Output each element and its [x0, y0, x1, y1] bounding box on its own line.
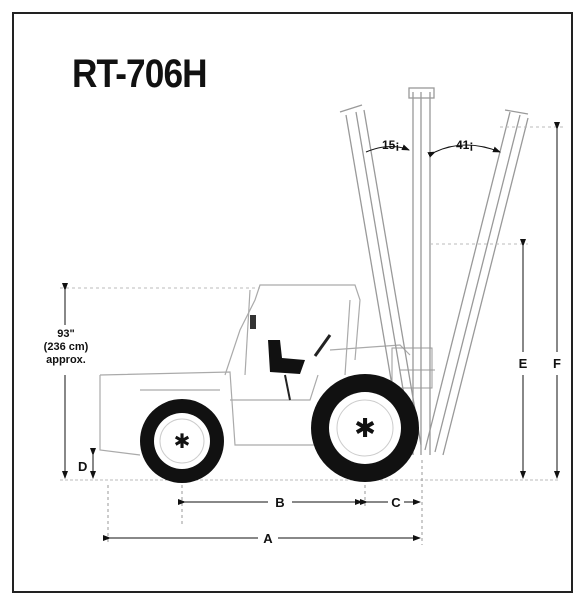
fork-carriage	[391, 347, 435, 389]
dimension-c-label: C	[391, 495, 401, 510]
cab-height-label-bg	[38, 325, 94, 375]
svg-text:✱: ✱	[354, 414, 376, 444]
dimension-e-label: E	[519, 356, 528, 371]
dimension-d-label: D	[78, 459, 87, 474]
rear-wheel: ✱	[140, 399, 224, 483]
svg-text:✱: ✱	[174, 429, 191, 453]
forward-tilt-label: 15¡	[382, 138, 399, 152]
vehicle-body	[99, 284, 411, 456]
cab-height-approx: approx.	[46, 354, 86, 366]
mast-back-tilt	[424, 109, 529, 456]
dimension-b-label: B	[275, 495, 284, 510]
cab-height-inches: 93"	[57, 328, 74, 340]
back-tilt-arc	[427, 144, 501, 158]
cab-height-cm: (236 cm)	[44, 341, 89, 353]
diagram-frame	[12, 12, 573, 593]
dimension-a-label: A	[263, 531, 273, 546]
model-title: RT-706H	[72, 52, 208, 96]
front-wheel: ✱	[311, 374, 419, 482]
dimension-f-label: F	[553, 356, 561, 371]
height-reference-lines	[60, 126, 565, 289]
forward-tilt-arc	[365, 144, 410, 153]
operator-seat	[250, 315, 332, 401]
back-tilt-label: 41¡	[456, 138, 473, 152]
